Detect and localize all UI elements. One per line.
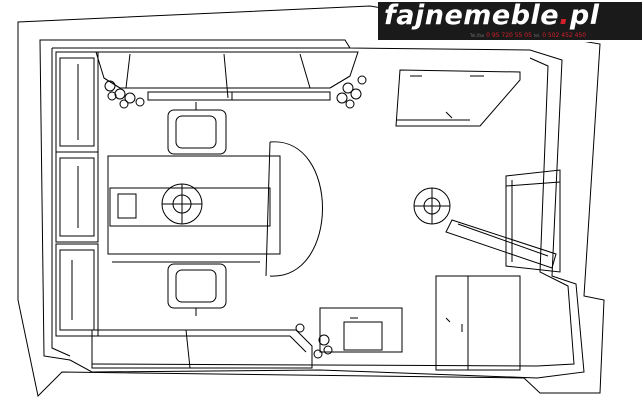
plant-top-left [104,80,145,109]
logo-tld: pl [569,0,600,31]
bottom-cabinets [91,329,313,369]
outer-wall [17,5,605,398]
right-bench [445,219,557,269]
lower-right-cabinet [435,275,521,371]
logo-dot: . [559,0,570,31]
lamp-right [413,187,451,225]
side-table [319,307,403,353]
brand-logo: fajnemeble.pl Tel./fax 0 95 720 55 05 te… [378,0,642,42]
lamp-desk [161,183,203,225]
room-floor-outline [39,39,585,379]
phone-number-2: 0 502 452 450 [542,32,587,39]
room-inner-line [51,47,575,367]
plant-top-right [336,75,367,109]
chair-top [167,102,227,155]
logo-banner: fajnemeble.pl Tel./fax 0 95 720 55 05 te… [378,0,642,40]
top-cabinets [95,51,359,101]
upper-right-cabinet [395,69,521,127]
phone-label-1: Tel./fax [470,33,485,38]
plant-bottom [295,323,333,359]
left-windows [55,51,99,337]
phone-label-2: tel. [533,33,541,38]
desk [107,141,323,277]
logo-wordmark: fajnemeble.pl [384,0,599,31]
right-window [505,169,561,273]
chair-bottom [167,263,227,316]
phone-number-1: 0 95 720 55 05 [486,32,532,39]
logo-brand-text: fajnemeble [384,0,560,31]
logo-phones: Tel./fax 0 95 720 55 05 tel. 0 502 452 4… [470,32,586,39]
